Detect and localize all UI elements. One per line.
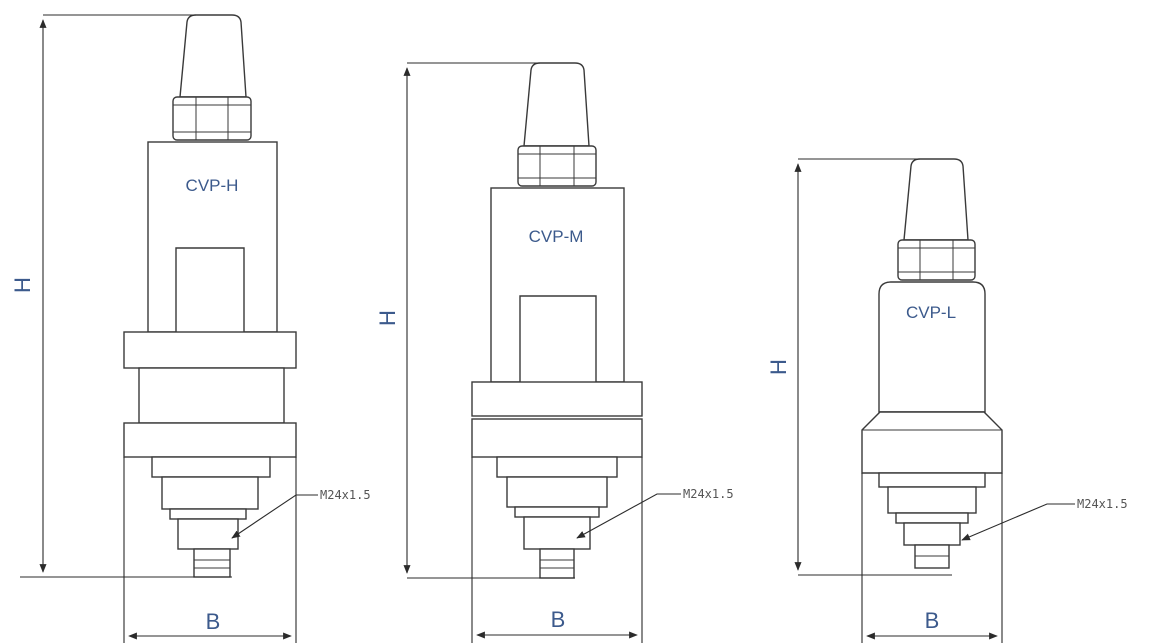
cvp-h-width-label: B [206, 609, 221, 634]
cvp-l-cap [903, 158, 969, 241]
cvp-h-window [175, 247, 245, 332]
valve-cvp-m: CVP-M H B M24x1.5 [375, 62, 734, 643]
cvp-l-thread-label: M24x1.5 [1077, 497, 1128, 511]
cvp-m-flange-lower [471, 418, 643, 458]
cvp-l-flange [861, 411, 1003, 474]
valve-cvp-l: CVP-L H B M24x1.5 [766, 158, 1128, 643]
cvp-l-height-label: H [766, 359, 791, 375]
cvp-l-width-label: B [925, 608, 940, 633]
cvp-h-thread-label: M24x1.5 [320, 488, 371, 502]
cvp-m-height-label: H [375, 310, 400, 326]
cvp-h-height-label: H [10, 277, 35, 293]
cvp-h-flange-upper [123, 331, 297, 369]
cvp-m-hex-nut [517, 145, 597, 187]
cvp-m-flange-upper [471, 381, 643, 417]
cvp-l-body [878, 281, 986, 413]
cvp-m-thread-label: M24x1.5 [683, 487, 734, 501]
cvp-m-cap [523, 62, 590, 147]
cvp-l-hex-nut [897, 239, 976, 281]
cvp-h-cap [179, 14, 247, 98]
cvp-l-model-label: CVP-L [906, 303, 956, 322]
cvp-m-width-label: B [551, 607, 566, 632]
cvp-h-flange-lower [123, 422, 297, 458]
cvp-h-neck [138, 367, 285, 424]
cvp-h-hex-nut [172, 96, 252, 141]
cvp-h-model-label: CVP-H [186, 176, 239, 195]
cvp-m-window [519, 295, 597, 382]
valve-cvp-h: CVP-H H B M24x1.5 [10, 14, 371, 643]
cvp-m-model-label: CVP-M [529, 227, 584, 246]
